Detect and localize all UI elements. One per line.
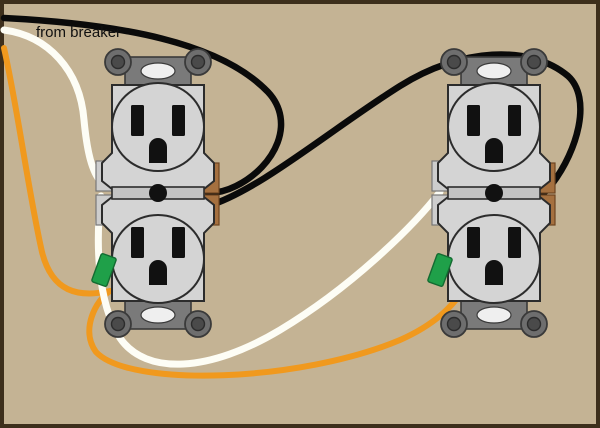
green-ground-screw xyxy=(91,253,117,287)
wire-black-hot-feed xyxy=(0,14,285,197)
right-receptacle xyxy=(427,48,556,338)
source-label: from breaker xyxy=(36,24,121,41)
wire-white-neutral-feed xyxy=(0,26,105,186)
left-receptacle xyxy=(91,48,220,338)
green-ground-screw xyxy=(427,253,453,287)
wire-orange-ground-feed xyxy=(1,45,113,297)
wire-orange-ground-jumper xyxy=(86,288,465,379)
